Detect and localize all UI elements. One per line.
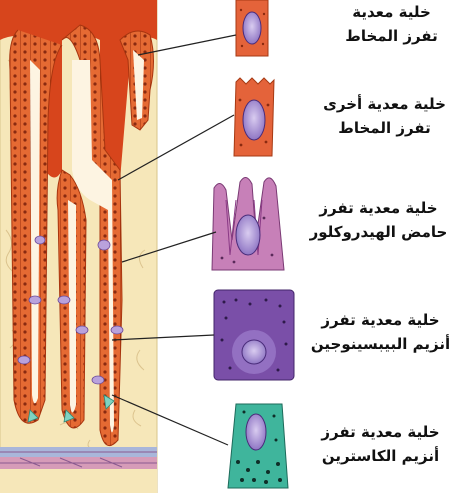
label-pepsinogen-cell-line2: أنزيم البيبسينوجين [300, 332, 461, 356]
nucleus [236, 215, 260, 255]
cell-mucus-2 [234, 78, 274, 156]
label-gastrin-cell: خلية معدية تفرز أنزيم الكاسترين [300, 420, 461, 468]
cell-gastrin [228, 404, 288, 488]
label-other-mucus-cell-line1: خلية معدية أخرى [308, 92, 461, 116]
label-hcl-cell-line2: حامض الهيدروكلور [296, 220, 461, 244]
label-pepsinogen-cell: خلية معدية تفرز أنزيم البيبسينوجين [300, 308, 461, 356]
nucleus [246, 414, 266, 450]
label-mucus-cell-line2: تفرز المخاط [322, 24, 461, 48]
label-other-mucus-cell-line2: تفرز المخاط [308, 116, 461, 140]
nucleus [242, 340, 266, 364]
cell-mucus-1 [236, 0, 268, 56]
cell-pepsinogen [214, 290, 294, 380]
label-hcl-cell: خلية معدية تفرز حامض الهيدروكلور [296, 196, 461, 244]
cell-hcl [212, 177, 284, 270]
label-mucus-cell: خلية معدية تفرز المخاط [322, 0, 461, 48]
label-pepsinogen-cell-line1: خلية معدية تفرز [300, 308, 461, 332]
nucleus [243, 100, 265, 140]
tissue-section [0, 0, 157, 493]
label-mucus-cell-line1: خلية معدية [322, 0, 461, 24]
label-gastrin-cell-line2: أنزيم الكاسترين [300, 444, 461, 468]
label-gastrin-cell-line1: خلية معدية تفرز [300, 420, 461, 444]
label-other-mucus-cell: خلية معدية أخرى تفرز المخاط [308, 92, 461, 140]
label-hcl-cell-line1: خلية معدية تفرز [296, 196, 461, 220]
nucleus [243, 12, 261, 44]
